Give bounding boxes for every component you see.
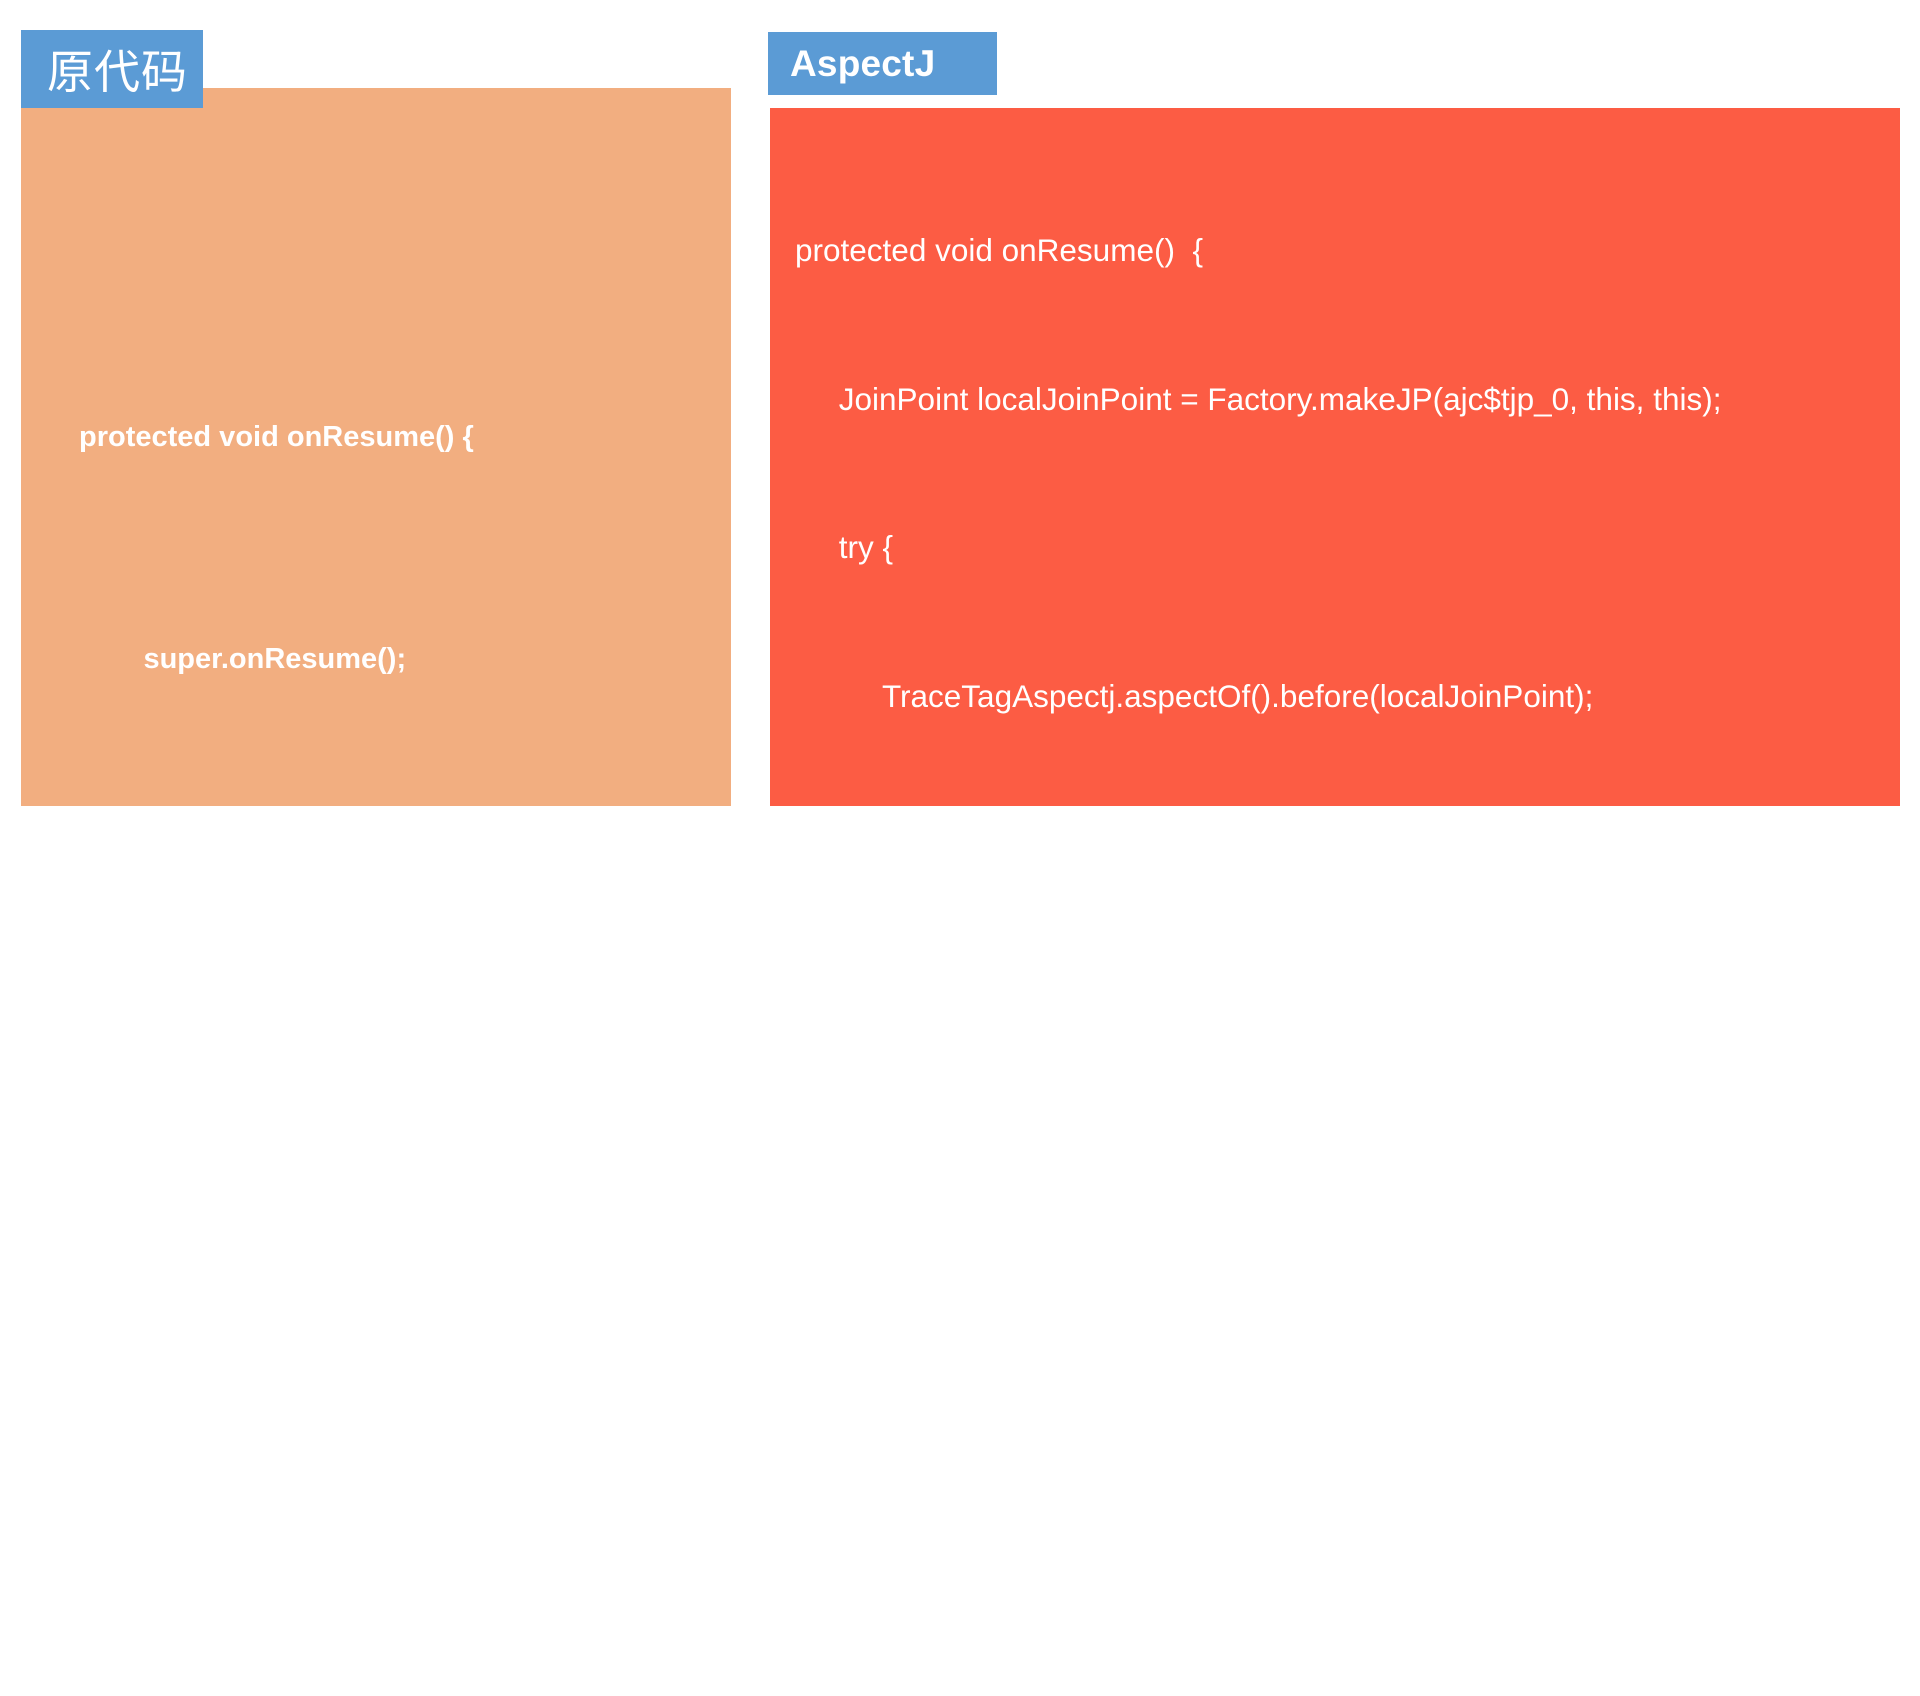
code-line: JoinPoint localJoinPoint = Factory.makeJ… — [795, 380, 1722, 417]
original-code-block: protected void onResume() { super.onResu… — [79, 252, 512, 1288]
code-line: TraceTagAspectj.aspectOf().after(); — [795, 1568, 1373, 1605]
code-line: TraceTagAspectj.aspectOf().before(localJ… — [795, 677, 1594, 714]
code-line: protected void onResume() { — [795, 232, 1203, 268]
slide-canvas: 原代码 protected void onResume() { super.on… — [21, 30, 1900, 806]
aspectj-code-badge: AspectJ — [768, 32, 997, 95]
code-line: super.onResume(); — [795, 826, 1151, 862]
original-code-badge-label: 原代码 — [47, 46, 188, 98]
aspectj-code-panel — [770, 108, 1900, 806]
aspectj-code-badge-label: AspectJ — [790, 42, 936, 84]
code-line: super.onResume(); — [79, 643, 407, 675]
code-line: try { — [795, 529, 894, 565]
original-code-badge: 原代码 — [21, 30, 203, 108]
original-code-panel — [21, 88, 731, 806]
aspectj-code-block: protected void onResume() { JoinPoint lo… — [795, 127, 1721, 1696]
code-line: return; — [795, 1271, 974, 1308]
code-line: } catch (Throwable localThrowable) { — [795, 1420, 1351, 1456]
code-line: Log.i(TAG, "[onResume]"); — [79, 865, 512, 897]
code-line: } — [79, 1087, 91, 1119]
code-line: TraceTagAspectj.aspectOf().after(); — [795, 1123, 1373, 1159]
code-line: protected void onResume() { — [79, 421, 474, 453]
code-line: Log.i("MainActivity", "[onResume]"); — [795, 974, 1381, 1011]
